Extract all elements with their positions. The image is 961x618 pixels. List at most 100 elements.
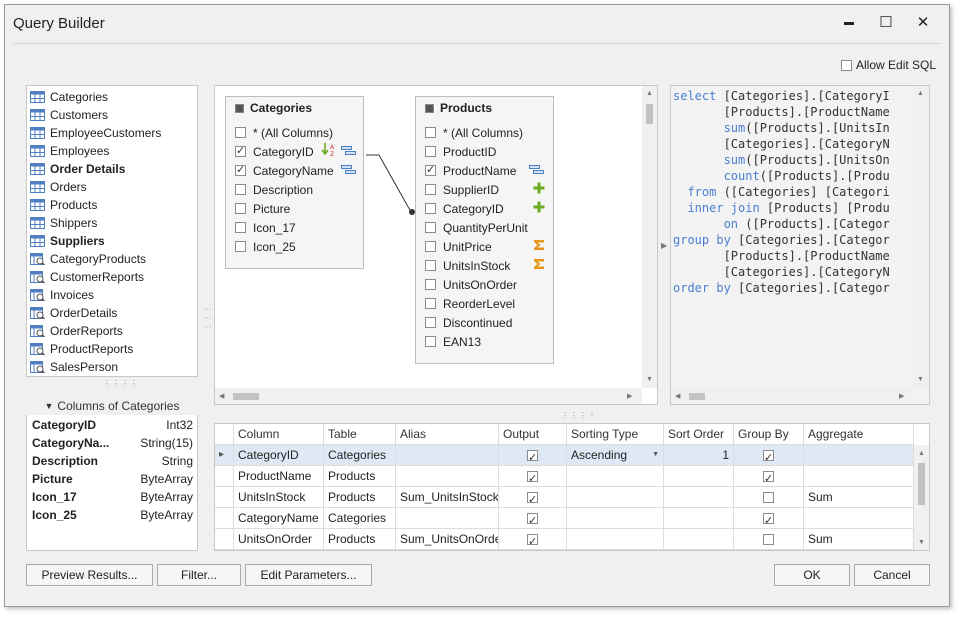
field-row[interactable]: ReorderLevel [416,294,553,313]
vertical-splitter-grip[interactable]: ⋮⋮⋮ [203,305,212,332]
cell-table[interactable]: Products [324,466,396,487]
field-checkbox[interactable] [425,241,436,252]
edit-parameters-button[interactable]: Edit Parameters... [245,564,372,586]
cell-alias[interactable]: Sum_UnitsOnOrder [396,529,499,550]
table-list-item[interactable]: Customers [27,106,197,124]
field-row[interactable]: Picture [226,199,363,218]
field-checkbox[interactable] [425,298,436,309]
cell-column[interactable]: CategoryName [234,508,324,529]
column-header[interactable]: Sort Order [664,424,734,445]
cell-column[interactable]: ProductName [234,466,324,487]
cell-aggregate[interactable] [804,466,914,487]
group-by-checkbox[interactable] [763,533,774,545]
table-list-item[interactable]: Products [27,196,197,214]
table-list-item[interactable]: Employees [27,142,197,160]
cell-column[interactable]: UnitsInStock [234,487,324,508]
table-list-item[interactable]: EmployeeCustomers [27,124,197,142]
cell-group-by[interactable] [734,508,804,529]
maximize-button[interactable]: ☐ [879,14,893,31]
table-list-item[interactable]: Shippers [27,214,197,232]
field-row[interactable]: CategoryName [226,161,363,180]
field-row[interactable]: UnitsInStock [416,256,553,275]
field-checkbox[interactable] [425,317,436,328]
field-row[interactable]: UnitPrice [416,237,553,256]
cell-sorting-type[interactable] [567,487,664,508]
cell-aggregate[interactable] [804,508,914,529]
table-list-item[interactable]: CustomerReports [27,268,197,286]
table-list-item[interactable]: Invoices [27,286,197,304]
field-checkbox[interactable] [235,203,246,214]
group-by-checkbox[interactable] [763,511,774,528]
group-by-checkbox[interactable] [763,491,774,503]
field-row[interactable]: Icon_25 [226,237,363,256]
table-list-item[interactable]: OrderReports [27,322,197,340]
field-row[interactable]: ProductID [416,142,553,161]
scroll-right-icon[interactable]: ▶ [899,393,905,400]
cell-sorting-type[interactable]: Ascending▼ [567,445,664,466]
cell-table[interactable]: Categories [324,445,396,466]
field-row[interactable]: EAN13 [416,332,553,351]
field-checkbox[interactable] [235,222,246,233]
cell-output[interactable] [499,445,567,466]
cell-table[interactable]: Categories [324,508,396,529]
cell-output[interactable] [499,529,567,550]
field-row[interactable]: ProductName [416,161,553,180]
field-row[interactable]: Discontinued [416,313,553,332]
close-button[interactable]: ✕ [916,14,930,31]
preview-results-button[interactable]: Preview Results... [26,564,153,586]
output-checkbox[interactable] [527,448,538,465]
field-checkbox[interactable] [425,279,436,290]
cell-group-by[interactable] [734,529,804,550]
scroll-left-icon[interactable]: ◀ [675,393,681,400]
cell-output[interactable] [499,466,567,487]
diagram-vscroll-thumb[interactable] [646,104,653,124]
dropdown-arrow-icon[interactable]: ▼ [652,451,659,458]
cell-sort-order[interactable] [664,508,734,529]
field-row[interactable]: UnitsOnOrder [416,275,553,294]
field-checkbox[interactable] [425,146,436,157]
scroll-up-icon[interactable]: ▲ [917,90,924,97]
group-by-checkbox[interactable] [763,448,774,465]
scroll-up-icon[interactable]: ▲ [918,450,925,457]
field-checkbox[interactable] [425,203,436,214]
cell-output[interactable] [499,487,567,508]
sql-panel-toggle-icon[interactable]: ▶ [661,241,669,250]
collapse-square-icon[interactable] [425,103,434,113]
collapse-square-icon[interactable] [235,103,244,113]
table-list-item[interactable]: Suppliers [27,232,197,250]
table-list-item[interactable]: CategoryProducts [27,250,197,268]
table-list-item[interactable]: OrderDetails [27,304,197,322]
table-list-item[interactable]: Order Details [27,160,197,178]
cell-sort-order[interactable] [664,466,734,487]
field-checkbox[interactable] [235,241,246,252]
output-checkbox[interactable] [527,469,538,486]
allow-edit-sql-checkbox[interactable] [841,59,852,71]
cell-alias[interactable] [396,508,499,529]
cell-sorting-type[interactable] [567,508,664,529]
sql-editor[interactable]: ▲ ▼ ◀ ▶ select [Categories].[CategoryI [… [670,85,930,405]
cell-alias[interactable] [396,445,499,466]
column-header[interactable]: Aggregate [804,424,914,445]
diagram-vscrollbar[interactable]: ▲ ▼ [642,86,657,388]
field-checkbox[interactable] [235,163,246,176]
field-checkbox[interactable] [425,260,436,271]
column-info-row[interactable]: CategoryNa...String(15) [27,434,197,452]
diagram-area[interactable]: Categories* (All Columns)CategoryIDAZCat… [214,85,658,405]
diagram-hscroll-thumb[interactable] [233,393,259,400]
products-table-box[interactable]: Products* (All Columns)ProductIDProductN… [415,96,554,364]
field-row[interactable]: Icon_17 [226,218,363,237]
sql-hscroll-thumb[interactable] [689,393,705,400]
cell-alias[interactable] [396,466,499,487]
field-row[interactable]: CategoryID [416,199,553,218]
scroll-up-icon[interactable]: ▲ [646,90,653,97]
column-header[interactable]: Output [499,424,567,445]
cell-group-by[interactable] [734,466,804,487]
